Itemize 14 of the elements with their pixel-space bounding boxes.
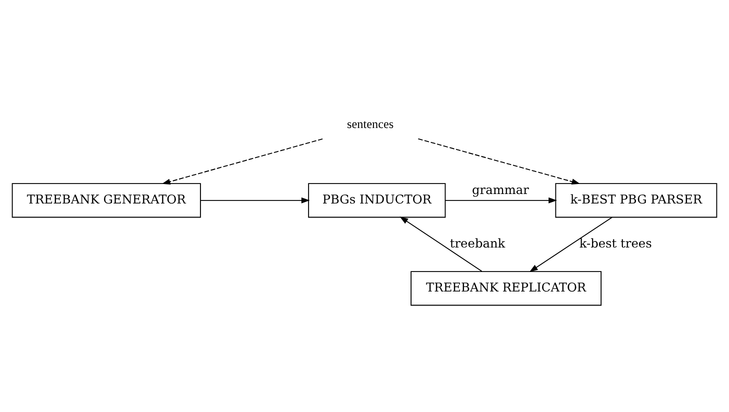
node-box: k-BEST PBG PARSER	[555, 182, 718, 218]
node-box: TREEBANK REPLICATOR	[410, 270, 602, 306]
arrow	[444, 196, 557, 203]
arrow	[400, 216, 482, 272]
edge-label: treebank	[450, 236, 506, 250]
node-box: TREEBANK GENERATOR	[12, 182, 201, 218]
arrow	[418, 138, 580, 184]
node-text: sentences	[347, 116, 394, 130]
arrow	[162, 138, 324, 184]
edge-label: k-best trees	[579, 236, 652, 250]
arrow	[529, 216, 612, 272]
node-box: PBGs INDUCTOR	[308, 182, 446, 218]
arrow	[200, 196, 310, 203]
edge-label: grammar	[472, 182, 529, 197]
